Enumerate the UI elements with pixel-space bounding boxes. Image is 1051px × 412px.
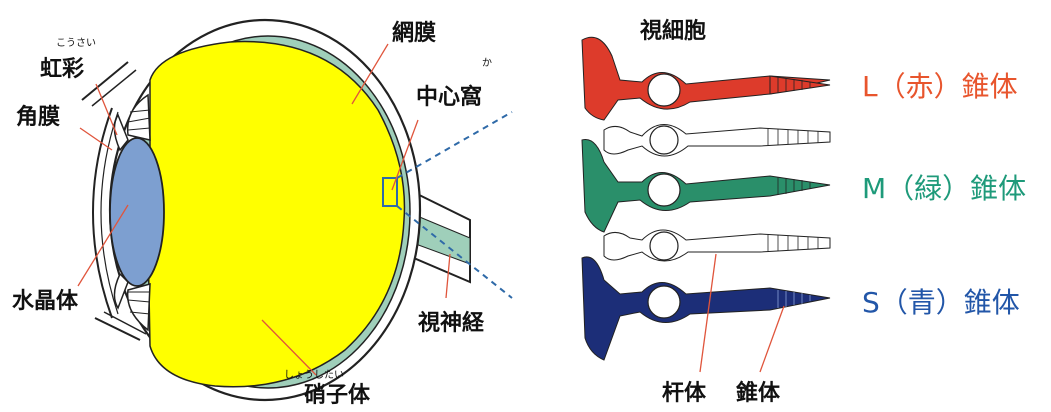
cornea-label: 角膜 — [16, 104, 60, 130]
leader-lines — [77, 43, 451, 376]
s-cone-cell — [581, 256, 831, 361]
l-cone-nucleus — [647, 73, 681, 107]
fovea-ruby: か — [482, 57, 492, 69]
ciliary-lower — [126, 283, 151, 332]
optic-nerve-label: 視神経 — [418, 310, 485, 336]
m-cone-label: M（緑）錐体 — [862, 172, 1026, 205]
lens — [109, 137, 165, 287]
rod-1-body — [603, 124, 831, 157]
rod-2-nucleus — [649, 231, 679, 261]
rod-cell-1 — [603, 124, 831, 157]
l-cone-outer-segment — [769, 75, 831, 95]
m-cone-cell — [581, 138, 831, 233]
fovea-marker — [382, 177, 398, 207]
l-cone-body — [581, 36, 831, 121]
eyelid-upper — [81, 61, 129, 101]
iris-label: 虹彩 — [40, 57, 84, 82]
rod-2-stripes — [767, 235, 819, 251]
s-cone-body — [581, 256, 831, 361]
vitreous-body — [147, 40, 406, 388]
cone-label: 錐体 — [736, 380, 781, 406]
zoom-line-top — [396, 111, 513, 179]
cone-leader — [759, 305, 785, 373]
vitreous-label: 硝子体 — [304, 382, 371, 408]
m-cone-stripes — [777, 177, 811, 195]
fovea-label: 中心窩 — [416, 84, 482, 110]
ciliary-upper — [126, 93, 151, 141]
eyelid-upper-2 — [91, 69, 137, 107]
ciliary-lines-lower — [127, 291, 151, 315]
l-cone-label: L（赤）錐体 — [862, 70, 1018, 103]
rod-1-nucleus — [649, 125, 679, 155]
iris-ruby: こうさい — [56, 37, 96, 49]
vitreous-ruby: しょうしたい — [284, 369, 344, 381]
l-cone-cell — [581, 36, 831, 121]
lens-label: 水晶体 — [12, 289, 79, 314]
eye-cross-section — [81, 18, 513, 402]
rod-2-body — [603, 229, 831, 262]
cornea — [92, 107, 113, 319]
s-cone-nucleus — [647, 285, 681, 319]
s-cone-stripes — [777, 290, 811, 308]
eyelid-lower — [94, 317, 141, 341]
cornea-inner — [100, 111, 119, 315]
rod-cell-2 — [603, 229, 831, 262]
ciliary-lines-upper — [127, 109, 151, 131]
zoom-line-bottom — [396, 205, 513, 299]
rod-leader — [699, 253, 717, 373]
iris-lower — [113, 272, 129, 310]
rod-label: 杆体 — [662, 381, 707, 406]
s-cone-label: S（青）錐体 — [862, 286, 1020, 319]
m-cone-nucleus — [647, 173, 681, 207]
rod-1-stripes — [767, 129, 819, 145]
photoreceptor-title: 視細胞 — [640, 18, 706, 44]
l-cone-stripes — [777, 77, 811, 93]
m-cone-body — [581, 138, 831, 233]
retina-label: 網膜 — [392, 20, 436, 46]
